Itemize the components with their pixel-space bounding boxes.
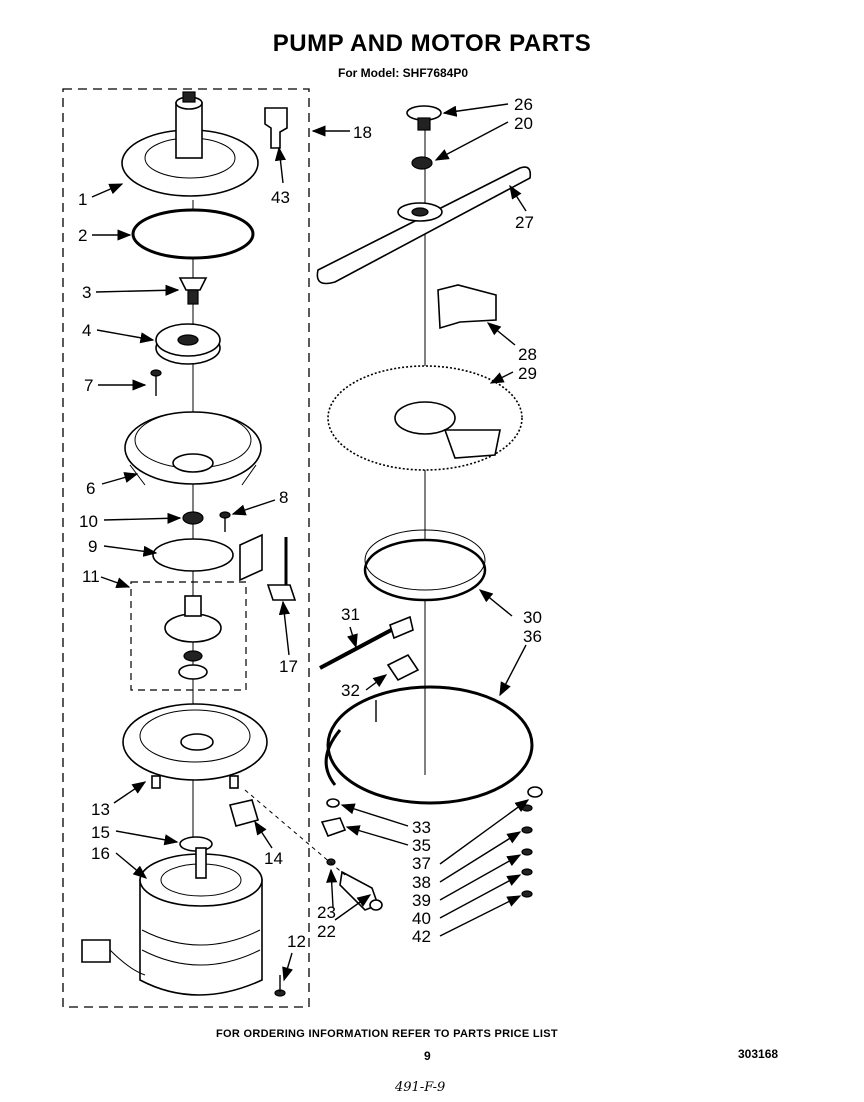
callout-30: 30: [523, 608, 542, 627]
model-subtitle: For Model: SHF7684P0: [338, 66, 469, 80]
callout-12: 12: [287, 932, 306, 951]
part-35-bracket: [320, 817, 347, 838]
callout-28: 28: [518, 345, 537, 364]
callout-33: 33: [412, 818, 431, 837]
callout-6: 6: [86, 479, 95, 498]
part-1-pump-cover: [121, 91, 259, 197]
callout-16: 16: [91, 844, 110, 863]
callout-7: 7: [84, 376, 93, 395]
part-27-spray-arm: [316, 166, 532, 285]
callout-39: 39: [412, 891, 431, 910]
callout-labels: 1 2 3 4 7 6 8 10 9 11 12 13 14 15 16 17 …: [78, 95, 542, 951]
callout-9: 9: [88, 537, 97, 556]
part-8-screw: [219, 511, 231, 532]
callout-20: 20: [514, 114, 533, 133]
part-2-seal-ring: [131, 208, 255, 260]
callout-31: 31: [341, 605, 360, 624]
part-26-hub-cap: [406, 105, 442, 131]
part-37-42-hardware-stack: [521, 786, 543, 898]
callout-38: 38: [412, 873, 431, 892]
callout-22: 22: [317, 922, 336, 941]
page-number: 9: [424, 1049, 431, 1063]
part-32-clip: [375, 653, 420, 722]
callout-4: 4: [82, 321, 91, 340]
callout-11: 11: [82, 567, 100, 586]
part-3-shaft-seal: [178, 277, 208, 305]
page-title: PUMP AND MOTOR PARTS: [272, 30, 592, 57]
callout-26: 26: [514, 95, 533, 114]
callout-37: 37: [412, 854, 431, 873]
part-16-motor: [81, 847, 263, 996]
part-36-gasket: [326, 685, 534, 805]
callout-1: 1: [78, 190, 87, 209]
leader-lines: [91, 103, 530, 982]
part-11-chopper-assembly: [164, 595, 222, 680]
part-28-deflector: [437, 284, 497, 330]
callout-3: 3: [82, 283, 91, 302]
callout-13: 13: [91, 800, 110, 819]
callout-40: 40: [412, 909, 431, 928]
part-43-bracket: [264, 107, 288, 149]
callout-10: 10: [79, 512, 98, 531]
callout-43: 43: [271, 188, 290, 207]
callout-32: 32: [341, 681, 360, 700]
part-20-bearing: [411, 156, 433, 170]
callout-18: 18: [353, 123, 372, 142]
part-33-washer: [326, 798, 340, 808]
impeller-assembly-box: [130, 581, 247, 691]
callout-29: 29: [518, 364, 537, 383]
document-number: 303168: [738, 1047, 779, 1061]
part-9-plate: [152, 538, 234, 572]
handwritten-note: 491-F-9: [395, 1080, 446, 1095]
ordering-note: FOR ORDERING INFORMATION REFER TO PARTS …: [216, 1028, 558, 1040]
part-7-screw: [150, 369, 162, 396]
part-17-sensor: [239, 533, 297, 601]
callout-2: 2: [78, 226, 87, 245]
callout-23: 23: [317, 903, 336, 922]
part-14-clip: [228, 799, 260, 827]
part-30-filter-ring: [363, 529, 487, 602]
callout-14: 14: [264, 849, 283, 868]
callout-27: 27: [515, 213, 534, 232]
part-4-impeller: [155, 323, 221, 365]
callout-35: 35: [412, 836, 431, 855]
part-12-screw: [274, 975, 286, 997]
callout-15: 15: [91, 823, 110, 842]
part-10-washer: [182, 511, 204, 525]
part-29-filter-screen: [327, 365, 523, 471]
callout-42: 42: [412, 927, 431, 946]
callout-8: 8: [279, 488, 288, 507]
callout-17: 17: [279, 657, 298, 676]
part-13-motor-mount: [122, 703, 268, 789]
callout-36: 36: [523, 627, 542, 646]
part-6-pump-housing: [124, 411, 262, 486]
pump-assembly-box: [62, 88, 310, 1008]
